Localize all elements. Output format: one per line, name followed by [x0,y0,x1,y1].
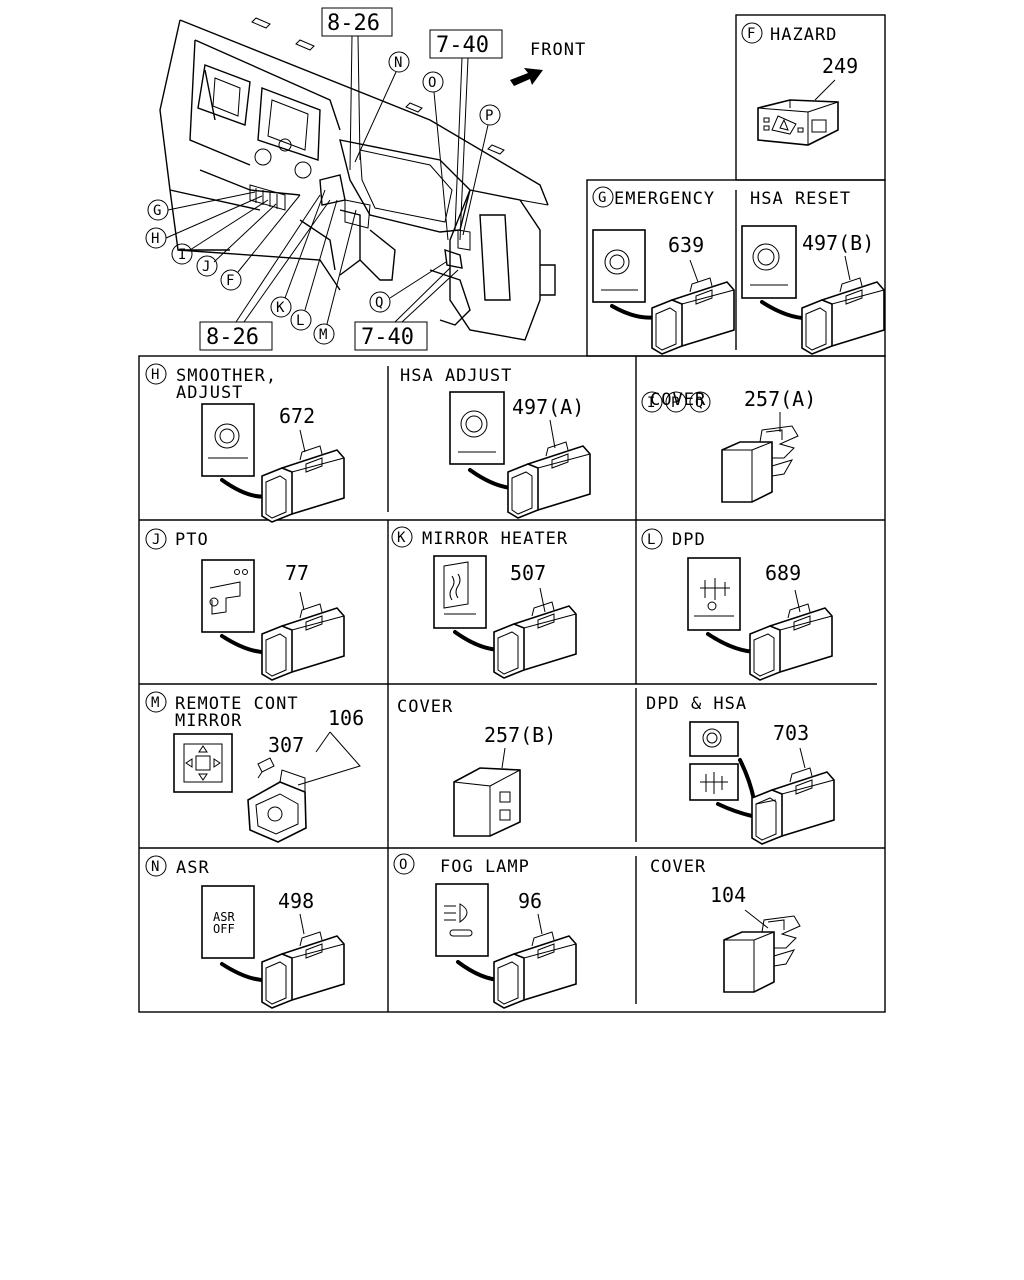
panel-hsa-adjust: HSA ADJUST 497(A) [400,366,591,519]
hazard-part: 249 [822,54,858,78]
svg-text:O: O [399,857,407,873]
svg-text:K: K [276,300,285,316]
remote-mirror-part: 106 [328,706,364,730]
fog-lamp-part: 96 [518,889,542,913]
callout-K: K [270,189,326,318]
panel-cover-a: I P Q COVER COVER 257(A) [641,387,816,503]
panel-pto: J PTO 77 [145,528,345,681]
fog-lamp-title: FOG LAMP [440,857,530,877]
smoother-title: SMOOTHER, [176,366,277,386]
panel-fog-lamp: O FOG LAMP 96 [393,853,577,1009]
svg-text:H: H [151,367,159,383]
emergency-part: 639 [668,233,704,257]
callout-J: J [196,203,277,277]
svg-text:P: P [485,108,493,124]
callout-N: N [354,51,410,163]
svg-text:L: L [647,532,655,548]
svg-text:G: G [153,203,161,219]
panel-asr: N ASR 498 ASR OFF [145,855,345,1009]
svg-text:J: J [202,259,210,275]
panel-smoother-adjust: H SMOOTHER, ADJUST 672 [145,363,345,523]
panel-cover-b: COVER 257(B) [397,697,556,837]
front-label: FRONT [530,40,586,60]
cover-a-part: 257(A) [744,387,816,411]
panel-dpd: L DPD 689 [641,528,833,681]
panel-emergency: G EMERGENCY 639 [592,186,735,355]
svg-text:K: K [397,530,406,546]
remote-mirror-part-2: 307 [268,733,304,757]
svg-text:F: F [747,26,755,42]
panel-hsa-reset: HSA RESET 497(B) [741,189,885,355]
hsa-adjust-title: HSA ADJUST [400,366,512,386]
panel-hazard: F HAZARD 249 [741,22,858,146]
dpd-hsa-part: 703 [773,721,809,745]
panel-grid [138,14,886,1013]
smoother-part: 672 [279,404,315,428]
svg-text:M: M [319,327,327,343]
panel-cover-104: COVER 104 [650,857,801,993]
cover-b-title: COVER [397,697,453,717]
mirror-heater-part: 507 [510,561,546,585]
svg-text:Q: Q [375,295,383,311]
svg-text:N: N [394,55,402,71]
dashboard-overview: FRONT 8-26 7-40 8-26 7-40 G H I [145,7,586,351]
svg-text:N: N [151,859,159,875]
asr-face-text-2: OFF [213,922,235,936]
svg-text:J: J [152,532,160,548]
ref-top-text: 8-26 [327,11,380,36]
svg-text:H: H [151,231,159,247]
callout-F: F [220,194,301,291]
asr-title: ASR [176,858,210,878]
dpd-hsa-title: DPD & HSA [646,694,747,714]
svg-text:M: M [151,695,159,711]
callout-P: P [462,104,501,236]
asr-part: 498 [278,889,314,913]
svg-text:O: O [428,75,436,91]
pto-part: 77 [285,561,309,585]
remote-mirror-title: REMOTE CONT [175,694,299,714]
mirror-heater-title: MIRROR HEATER [422,529,568,549]
cover-104-title: COVER [650,857,706,877]
callout-L: L [290,199,338,331]
panel-remote-mirror: M REMOTE CONT MIRROR 106 307 [145,691,364,843]
callout-I: I [171,199,269,265]
svg-text:G: G [598,190,606,206]
ref-box-bottom-right [354,321,428,351]
cover-104-part: 104 [710,883,746,907]
svg-text:I: I [647,395,655,411]
callout-G: G [147,191,256,221]
pto-title: PTO [175,530,209,550]
svg-text:F: F [226,273,234,289]
hsa-adjust-part: 497(A) [512,395,584,419]
panel-mirror-heater: K MIRROR HEATER 507 [391,526,577,679]
ref-top-right-text: 7-40 [436,33,489,58]
svg-text:Q: Q [695,395,703,411]
hsa-reset-part: 497(B) [802,231,874,255]
cover-b-part: 257(B) [484,723,556,747]
callout-H: H [145,195,263,249]
dpd-part: 689 [765,561,801,585]
callout-O: O [422,71,449,241]
panel-dpd-hsa: DPD & HSA 703 [646,694,835,845]
callout-M: M [313,209,357,345]
svg-text:L: L [296,313,304,329]
ref-box-top-right [429,29,503,59]
cover-a-label: COVER [650,390,707,410]
ref-bottom-left-text: 8-26 [206,325,259,350]
asr-face-text: ASR [213,910,235,924]
svg-text:P: P [671,395,679,411]
smoother-title-2: ADJUST [176,383,243,403]
hazard-title: HAZARD [770,25,837,45]
emergency-title: EMERGENCY [614,189,715,209]
hsa-reset-title: HSA RESET [750,189,851,209]
dpd-title: DPD [672,530,706,550]
svg-text:I: I [178,247,186,263]
ref-bottom-right-text: 7-40 [361,325,414,350]
ref-box-top [321,7,393,37]
callout-Q: Q [369,261,447,313]
remote-mirror-title-2: MIRROR [175,711,242,731]
